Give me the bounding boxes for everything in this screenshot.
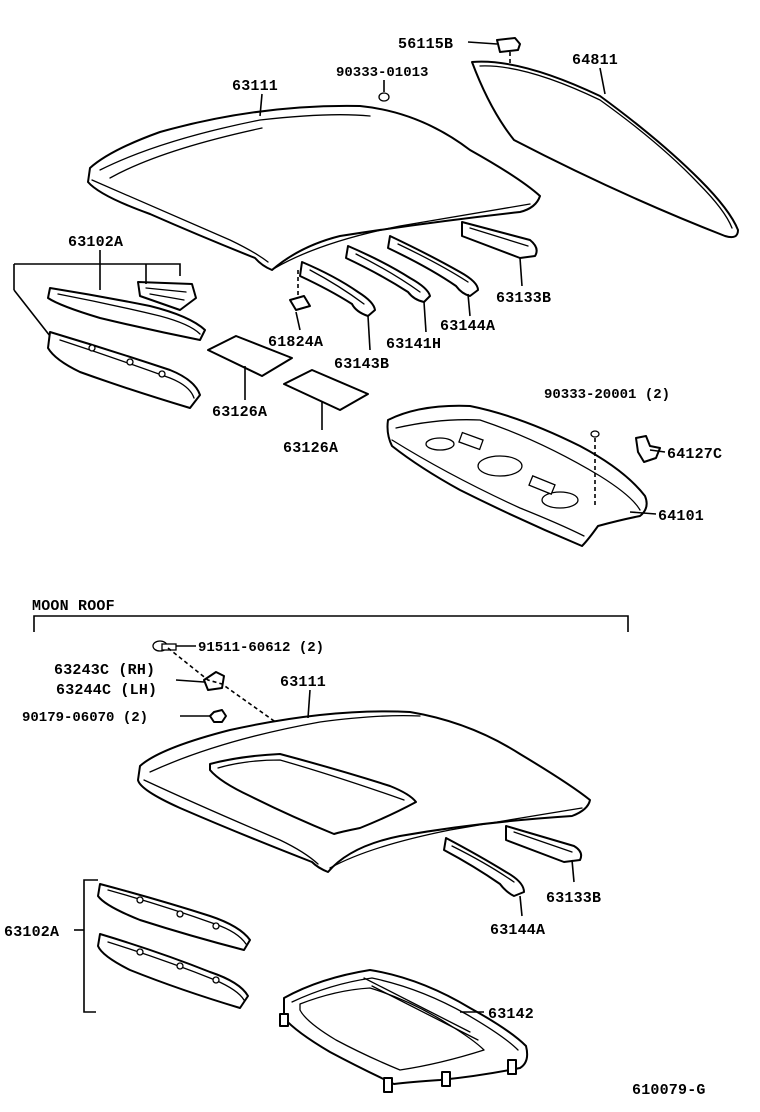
- clip-64127c: [635, 435, 661, 463]
- sunroof-housing: [279, 969, 529, 1093]
- pad-63126a-1: [207, 335, 293, 377]
- label-63141h: 63141H: [386, 336, 441, 353]
- rear-window-glass: [471, 60, 739, 239]
- roof-panel-top: [87, 104, 541, 271]
- pad-63126a-2: [283, 369, 369, 411]
- label-63143b: 63143B: [334, 356, 389, 373]
- label-63244c: 63244C (LH): [56, 682, 157, 699]
- label-91511: 91511-60612 (2): [198, 640, 324, 656]
- grommet-90333-01013: [378, 92, 390, 102]
- label-90333-01013: 90333-01013: [336, 65, 428, 81]
- label-63111-moonroof: 63111: [280, 674, 326, 691]
- label-64811: 64811: [572, 52, 618, 69]
- roof-panel-moonroof: [137, 710, 591, 873]
- label-63142: 63142: [488, 1006, 534, 1023]
- label-63102a-moonroof: 63102A: [4, 924, 59, 941]
- moonroof-part-labels: 91511-60612 (2) 63243C (RH) 63244C (LH) …: [4, 640, 601, 1023]
- label-90333-20001: 90333-20001 (2): [544, 387, 670, 403]
- nut-90179: [209, 709, 227, 723]
- label-63144a-moonroof: 63144A: [490, 922, 545, 939]
- label-63133b-moonroof: 63133B: [546, 890, 601, 907]
- label-64101: 64101: [658, 508, 704, 525]
- moonroof-leaders: [74, 645, 575, 1013]
- top-leaders: [13, 41, 666, 515]
- label-64127c: 64127C: [667, 446, 722, 463]
- clip-56115b: [496, 37, 521, 66]
- package-tray-panel: [386, 404, 648, 547]
- moon-roof-title: MOON ROOF: [32, 598, 115, 615]
- label-63243c: 63243C (RH): [54, 662, 155, 679]
- label-63126a-1: 63126A: [212, 404, 267, 421]
- label-63126a-2: 63126A: [283, 440, 338, 457]
- label-90179: 90179-06070 (2): [22, 710, 148, 726]
- moonroof-rails: [443, 825, 583, 897]
- front-header-panel-moonroof: [97, 883, 251, 1009]
- figure-id: 610079-G: [632, 1082, 706, 1099]
- grommet-90333-20001: [590, 430, 600, 438]
- moon-roof-bracket: [33, 615, 629, 632]
- bolt-91511: [152, 640, 177, 652]
- label-63102a-top: 63102A: [68, 234, 123, 251]
- label-56115b: 56115B: [398, 36, 453, 53]
- pad-61824a: [289, 295, 311, 311]
- top-part-labels: 56115B 90333-01013 64811 63111 63102A 63…: [68, 36, 722, 525]
- label-63111-top: 63111: [232, 78, 278, 95]
- front-header-panel-top: [47, 281, 206, 409]
- label-61824a: 61824A: [268, 334, 323, 351]
- label-63144a-top: 63144A: [440, 318, 495, 335]
- label-63133b-top: 63133B: [496, 290, 551, 307]
